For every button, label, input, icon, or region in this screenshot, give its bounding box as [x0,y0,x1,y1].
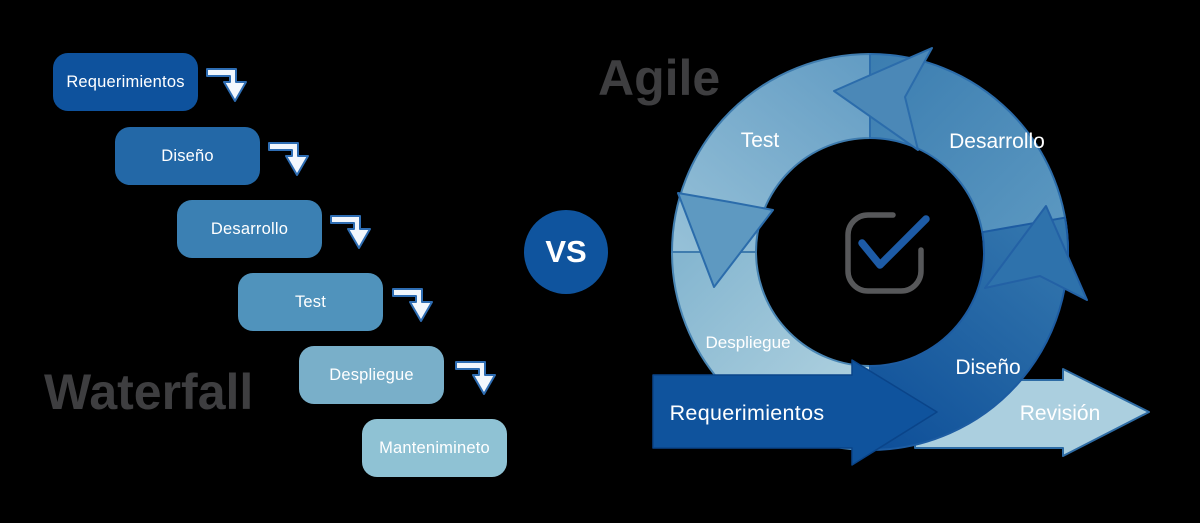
waterfall-step-mantenimineto: Mantenimineto [362,419,507,477]
corner-down-arrow-icon [268,142,309,176]
waterfall-step-label: Mantenimineto [379,438,490,457]
waterfall-step-test: Test [238,273,383,331]
waterfall-step-label: Test [294,292,327,311]
corner-down-arrow-icon [330,215,371,249]
waterfall-step-requerimientos: Requerimientos [53,53,198,111]
ring-label-desarrollo: Desarrollo [949,130,1045,153]
vs-badge: VS [524,210,608,294]
ring-arrowhead-left-icon [677,192,774,288]
ring-arrowhead-top-icon [833,47,933,151]
waterfall-step-label: Desarrollo [210,219,289,238]
waterfall-step-label: Diseño [161,146,214,165]
waterfall-title: Waterfall [44,364,254,420]
agile-cycle-diagram: Test Desarrollo Despliegue Diseño Requer… [652,47,1150,466]
requerimientos-arrow [652,359,938,466]
revision-arrow-label: Revisión [1020,402,1101,425]
corner-down-arrow-icon [392,288,433,322]
corner-down-arrow-icon [455,361,496,395]
waterfall-step-despliegue: Despliegue [299,346,444,404]
vs-label: VS [545,234,587,269]
ring-arc-desarrollo [869,52,1070,253]
ring-arrowhead-right-icon [984,205,1088,301]
ring-label-test: Test [741,129,780,152]
checkbox-checkmark-icon [845,212,930,294]
waterfall-step-label: Requerimientos [66,72,185,91]
agile-title: Agile [598,50,721,106]
waterfall-step-diseno: Diseño [115,127,260,185]
ring-label-diseno: Diseño [955,356,1020,379]
ring-label-despliegue: Despliegue [705,333,790,352]
requerimientos-arrow-label: Requerimientos [670,401,825,425]
waterfall-step-label: Despliegue [329,365,414,384]
waterfall-step-desarrollo: Desarrollo [177,200,322,258]
corner-down-arrow-icon [206,68,247,102]
